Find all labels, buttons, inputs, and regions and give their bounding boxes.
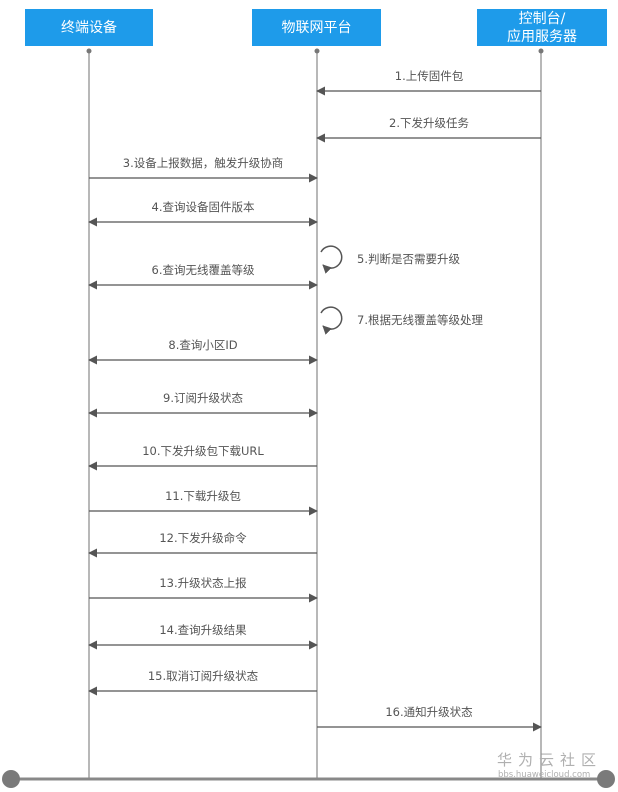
message-label: 11.下载升级包 [165, 489, 241, 503]
message-label: 1.上传固件包 [395, 69, 464, 83]
actor-label: 终端设备 [61, 19, 117, 36]
message-5: 5.判断是否需要升级 [320, 245, 460, 274]
actor-platform: 物联网平台 [252, 9, 381, 46]
message-3: 3.设备上报数据，触发升级协商 [89, 156, 318, 183]
actor-label: 控制台/ [518, 10, 566, 27]
message-label: 3.设备上报数据，触发升级协商 [123, 156, 283, 170]
message-label: 12.下发升级命令 [159, 531, 247, 545]
message-label: 2.下发升级任务 [389, 116, 469, 130]
lifeline-console-top-dot [538, 48, 544, 54]
message-label: 16.通知升级状态 [385, 705, 473, 719]
baseline-right-knob [597, 770, 615, 788]
self-loop-arrow [320, 245, 343, 274]
message-10: 10.下发升级包下载URL [88, 444, 317, 471]
lifeline-device-top-dot [86, 48, 92, 54]
baseline-left-knob [2, 770, 20, 788]
message-13: 13.升级状态上报 [89, 576, 318, 603]
message-8: 8.查询小区ID [88, 338, 318, 365]
actor-device: 终端设备 [25, 9, 153, 46]
self-loop-arrow [320, 306, 343, 335]
actor-console: 控制台/应用服务器 [477, 9, 607, 46]
message-label: 5.判断是否需要升级 [357, 252, 460, 266]
message-9: 9.订阅升级状态 [88, 391, 318, 418]
message-7: 7.根据无线覆盖等级处理 [320, 306, 483, 335]
message-1: 1.上传固件包 [316, 69, 541, 96]
lifeline-platform-top-dot [314, 48, 320, 54]
message-16: 16.通知升级状态 [317, 705, 542, 732]
actor-label: 应用服务器 [507, 28, 577, 45]
actor-label: 物联网平台 [281, 19, 352, 36]
message-11: 11.下载升级包 [89, 489, 318, 516]
message-label: 7.根据无线覆盖等级处理 [357, 313, 483, 327]
message-label: 10.下发升级包下载URL [142, 444, 264, 458]
message-label: 9.订阅升级状态 [163, 391, 243, 405]
message-12: 12.下发升级命令 [88, 531, 317, 558]
message-15: 15.取消订阅升级状态 [88, 669, 317, 696]
message-4: 4.查询设备固件版本 [88, 200, 318, 227]
message-label: 4.查询设备固件版本 [152, 200, 255, 214]
message-label: 8.查询小区ID [168, 338, 237, 352]
watermark-url: bbs.huaweicloud.com [498, 770, 591, 780]
message-label: 15.取消订阅升级状态 [148, 669, 259, 683]
message-14: 14.查询升级结果 [88, 623, 318, 650]
message-label: 13.升级状态上报 [159, 576, 247, 590]
watermark-brand: 华为云社区 [497, 751, 603, 769]
message-2: 2.下发升级任务 [316, 116, 541, 143]
message-label: 6.查询无线覆盖等级 [152, 263, 255, 277]
message-label: 14.查询升级结果 [159, 623, 247, 637]
message-6: 6.查询无线覆盖等级 [88, 263, 318, 290]
